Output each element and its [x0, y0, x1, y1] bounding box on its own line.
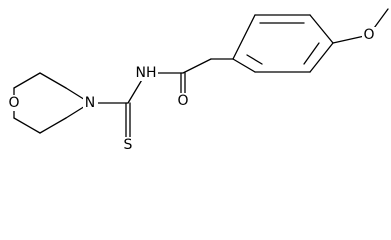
bond	[39, 72, 67, 89]
bond	[309, 42, 334, 73]
bond	[13, 72, 41, 89]
bond	[182, 58, 212, 74]
ether-oxygen-label: O	[363, 27, 374, 43]
thione-sulfur-label: S	[124, 137, 133, 150]
carbonyl-oxygen-label: O	[177, 93, 188, 109]
molecule-structure: O N S NH O O	[7, 8, 389, 150]
amide-nh-label: NH	[136, 65, 157, 81]
bond	[13, 117, 41, 134]
aromatic-inner-bond	[303, 42, 320, 65]
ring-oxygen-label: O	[8, 95, 19, 111]
aromatic-inner-bond	[246, 54, 263, 65]
bond	[309, 14, 334, 44]
ring-nitrogen-label: N	[85, 95, 95, 111]
methoxy-group	[332, 8, 389, 44]
thiocarbonyl-group	[89, 72, 147, 146]
bond	[39, 117, 67, 134]
bond	[232, 58, 256, 73]
morpholine-ring	[13, 72, 91, 134]
bond	[232, 14, 256, 60]
atom-labels: O N S NH O O	[7, 27, 377, 150]
benzene-ring	[232, 14, 334, 73]
